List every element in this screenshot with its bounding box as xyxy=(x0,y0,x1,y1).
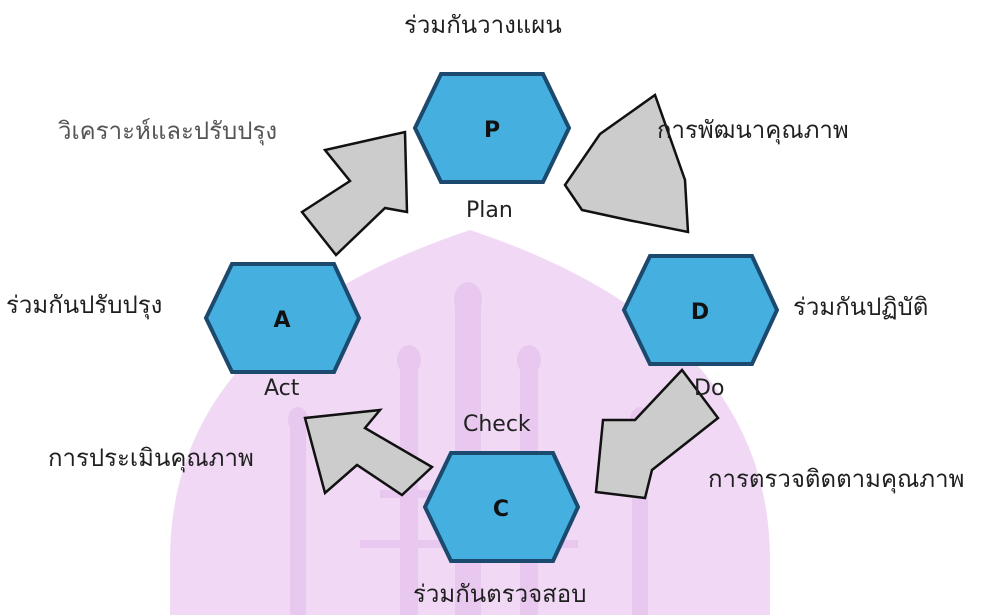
arrow-do-to-check xyxy=(594,368,720,500)
act-english-label: Act xyxy=(264,376,300,401)
hexagon-do-letter: D xyxy=(691,300,709,325)
hexagon-do: D xyxy=(621,254,780,366)
arrow-check-to-act xyxy=(303,408,435,497)
do-english-label: Do xyxy=(694,376,725,401)
arrow-act-to-plan xyxy=(300,130,409,257)
plan-thai-label: ร่วมกันวางแผน xyxy=(404,11,562,39)
hexagon-act-letter: A xyxy=(273,308,290,333)
do-thai-label: ร่วมกันปฏิบัติ xyxy=(793,293,929,321)
arrow-plan-to-do-label: การพัฒนาคุณภาพ xyxy=(657,116,849,144)
hexagon-act: A xyxy=(203,262,362,374)
check-thai-label: ร่วมกันตรวจสอบ xyxy=(413,580,587,608)
hexagon-plan-letter: P xyxy=(484,118,500,143)
plan-english-label: Plan xyxy=(466,198,513,223)
hexagon-check-letter: C xyxy=(493,497,509,522)
arrow-check-to-act-label: การประเมินคุณภาพ xyxy=(48,444,254,472)
hexagon-plan: P xyxy=(412,72,572,184)
arrow-do-to-check-label: การตรวจติดตามคุณภาพ xyxy=(708,465,965,493)
act-thai-label: ร่วมกันปรับปรุง xyxy=(6,291,163,319)
arrow-act-to-plan-label: วิเคราะห์และปรับปรุง xyxy=(58,117,278,145)
hexagon-check: C xyxy=(422,451,581,563)
check-english-label: Check xyxy=(463,412,531,437)
arrow-plan-to-do xyxy=(563,93,690,234)
